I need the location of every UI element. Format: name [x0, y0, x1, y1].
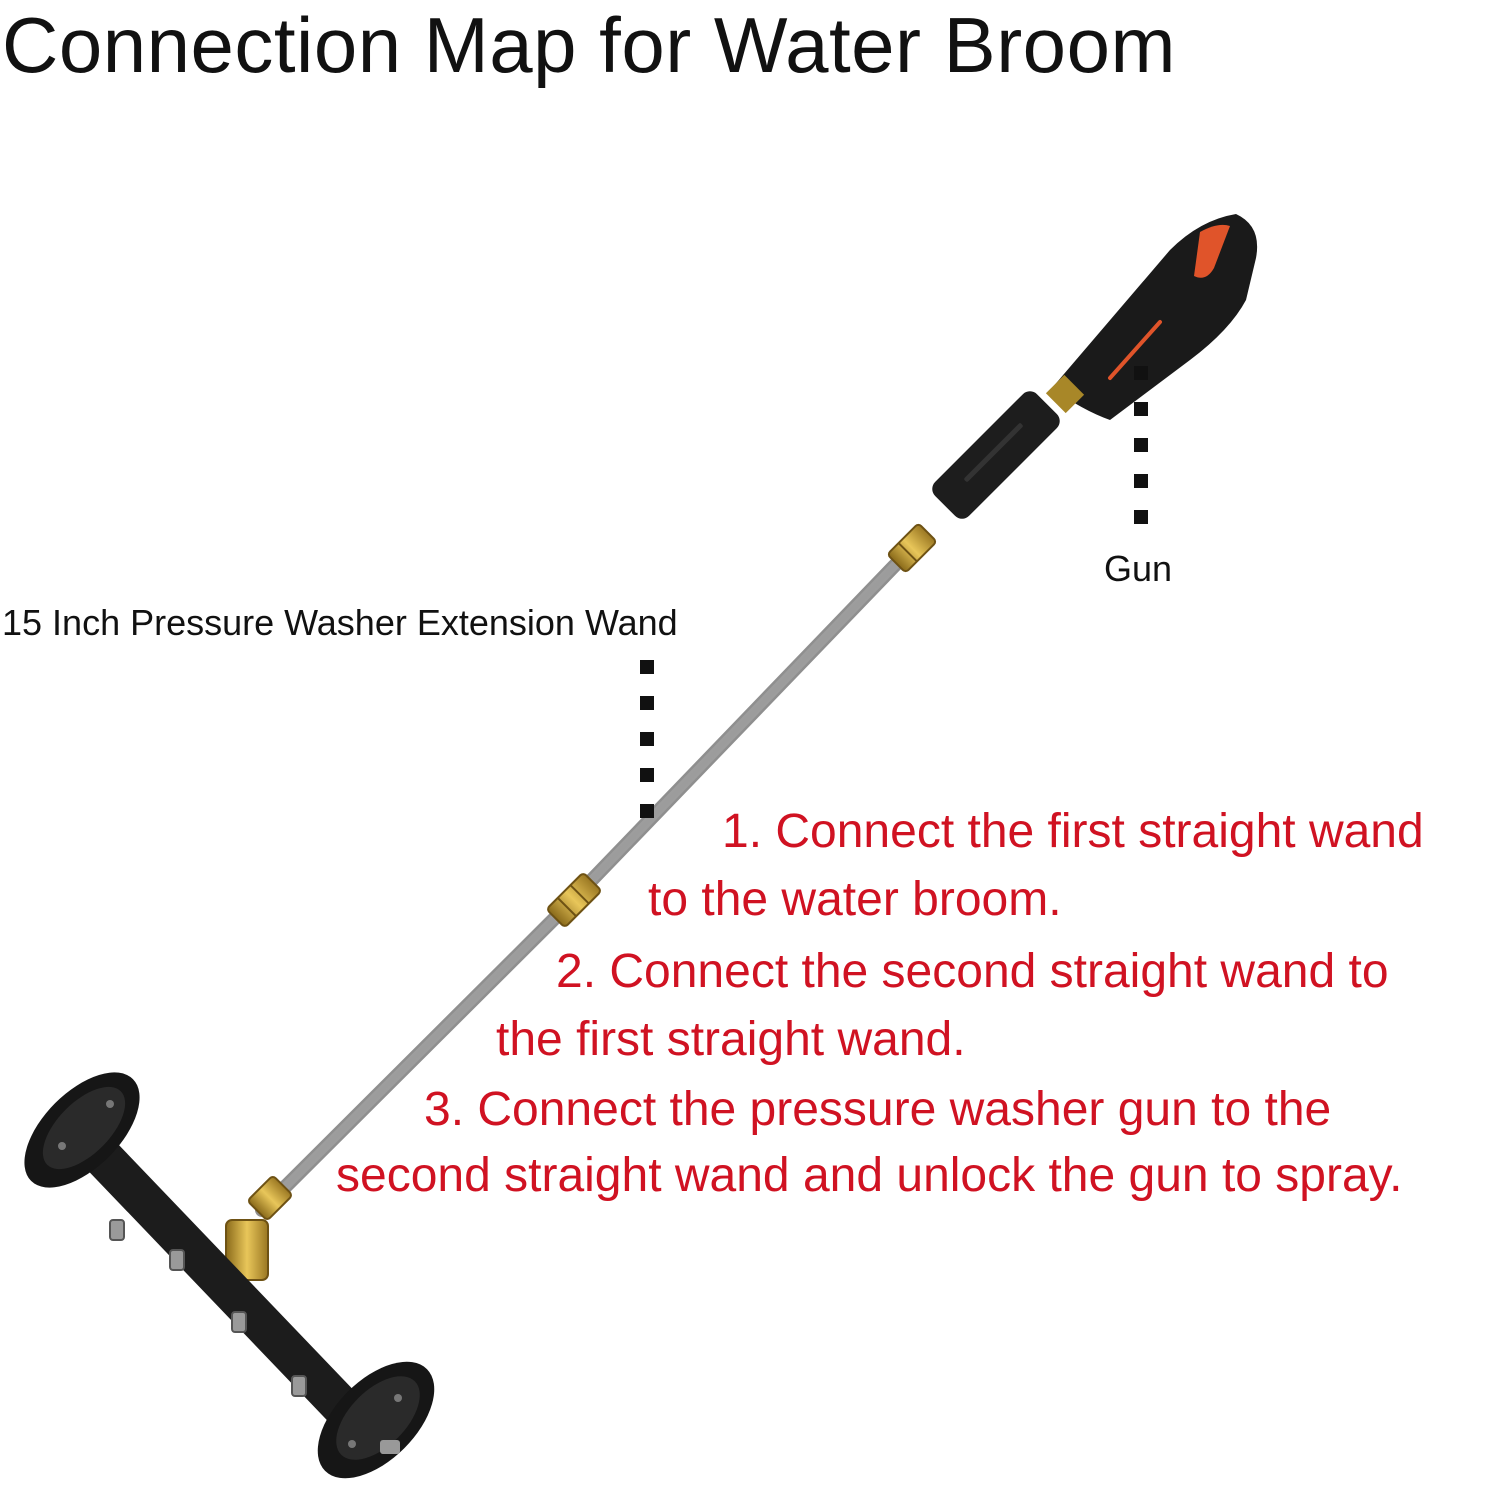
step-2-line-1: 2. Connect the second straight wand to — [556, 945, 1389, 998]
gun-quick-connect-coupler — [887, 523, 937, 573]
step-1-line-1: 1. Connect the first straight wand — [722, 805, 1424, 858]
spray-gun-body — [1045, 214, 1258, 420]
extension-wand-label: 15 Inch Pressure Washer Extension Wand — [2, 602, 678, 643]
diagram-title: Connection Map for Water Broom — [2, 1, 1176, 89]
broom-nozzles — [109, 1219, 307, 1397]
broom-wheel-bottom — [317, 1361, 435, 1479]
step-2-line-2: the first straight wand. — [496, 1013, 966, 1066]
extension-wand-leader-dots — [640, 660, 654, 840]
gun-label: Gun — [1104, 548, 1173, 589]
broom-wheel-top — [24, 1072, 140, 1188]
gun-leader-dots — [1134, 366, 1148, 546]
broom-bar — [81, 1136, 381, 1446]
step-3-line-2: second straight wand and unlock the gun … — [336, 1149, 1403, 1202]
mid-quick-connect-coupler — [547, 873, 601, 927]
gun-extension-sleeve — [932, 391, 1060, 519]
broom-elbow-fitting — [225, 1176, 292, 1281]
step-1-line-2: to the water broom. — [648, 873, 1062, 926]
step-3-line-1: 3. Connect the pressure washer gun to th… — [424, 1083, 1332, 1136]
